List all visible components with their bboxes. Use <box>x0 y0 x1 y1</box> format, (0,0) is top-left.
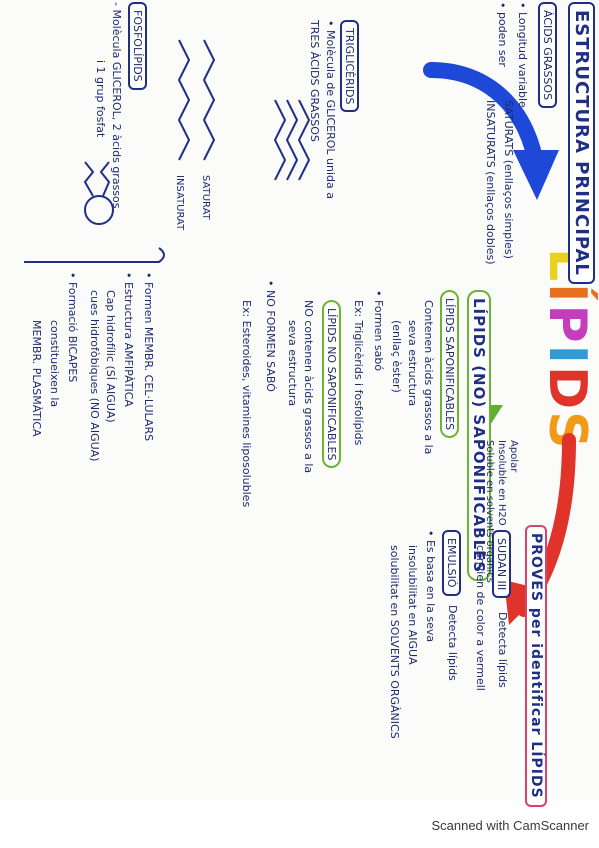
rotated-notes: LÍPIDS ESTRUCTURA PRINCIPAL ÀCIDS GRASSO… <box>24 2 597 807</box>
phospholipid-tail-icon <box>99 161 111 197</box>
sap-text-3: (enllaç èster) <box>390 320 403 393</box>
saponificables-label: LÍPIDS SAPONIFICABLES <box>440 290 459 439</box>
nosap-text-1: NO contenen àcids grassos a la <box>302 300 315 474</box>
apolar-text: Apolar <box>508 440 519 473</box>
cap-hidrofilic: Cap hidrofílic (SÍ AIGUA) <box>104 290 117 423</box>
sap-text-2: seva estructura <box>406 320 419 407</box>
phospholipid-tail-icon <box>83 161 95 197</box>
sudan-text-2: canvien de color a vermell <box>474 545 487 691</box>
insaturats-text: INSATURATS (enllaços dobles) <box>484 100 497 265</box>
fosfolipids-line1: - Molècula GLICEROL, 2 àcids grassos <box>110 2 123 209</box>
insoluble-text: Insoluble en H2O <box>496 440 507 526</box>
sap-text-4: • Formen sabó <box>372 290 385 372</box>
estructura-title: ESTRUCTURA PRINCIPAL <box>568 2 595 284</box>
estructura-amf: • Estructura AMFIPÀTICA <box>122 272 135 407</box>
saturated-chain-icon <box>202 39 216 161</box>
sap-text-1: Contenen àcids grassos a la <box>422 300 435 455</box>
fosfolipids-line2: i 1 grup fosfat <box>94 60 107 138</box>
sudan-label: SUDAN III <box>492 530 511 599</box>
no-saponificables-label: LÍPIDS NO SAPONIFICABLES <box>322 300 341 469</box>
constitueixen: constitueixen la <box>48 320 61 408</box>
saturats-text: SATURATS (enllaços simples) <box>502 100 515 259</box>
triglyceride-chain-icon <box>297 99 311 181</box>
sap-example: Ex: Triglicèrids i fosfolípids <box>352 300 365 446</box>
fosfolipids-label: FOSFOLÍPIDS <box>128 2 147 90</box>
cues-hidrofobiques: cues hidrofòbiques (NO AIGUA) <box>88 290 101 462</box>
blue-arrow-head <box>513 150 559 200</box>
nosap-example: Ex: Esteroides, vitamines liposolubles <box>240 300 253 508</box>
emulsio-text-3: insolubilitat en AIGUA <box>406 545 419 665</box>
triglicerids-label: TRIGLICÈRIDS <box>340 20 359 113</box>
membr-plasmatica: MEMBR. PLASMÀTICA <box>30 320 43 437</box>
formacio-bicapes: • Formació BICAPES <box>66 272 79 383</box>
formen-membr: • Formen MEMBR. CEL·LULARS <box>142 272 155 442</box>
phospholipid-head-icon <box>84 195 114 225</box>
emulsio-label: EMULSIÓ <box>442 530 461 596</box>
acids-grassos-label: ÀCIDS GRASSOS <box>538 2 557 109</box>
emulsio-text-2: • Es basa en la seva <box>424 530 437 643</box>
poden-text: • poden ser <box>496 2 509 67</box>
unsaturated-chain-icon <box>177 39 191 161</box>
scanned-page <box>0 0 599 800</box>
insaturat-label: INSATURAT <box>174 175 185 231</box>
triglicerids-line1: • Molècula de GLICEROL unida a <box>324 20 337 200</box>
nosap-text-3: • NO FORMEN SABÓ <box>264 280 277 392</box>
sudan-text-1: Detecta lípids <box>496 612 509 688</box>
blue-arrow <box>423 62 545 178</box>
emulsio-text-4: solubilitat en SOLVENTS ORGÀNICS <box>388 545 401 739</box>
saturat-label: SATURAT <box>200 175 211 220</box>
camscanner-footer: Scanned with CamScanner <box>431 818 589 833</box>
proves-title: PROVES per identificar LÍPIDS <box>525 525 547 807</box>
triglyceride-chain-icon <box>285 99 299 181</box>
longitud-text: • Longitud variable <box>516 2 529 108</box>
emulsio-text-1: Detecta lípids <box>446 605 459 681</box>
triglicerids-line2: TRES ÀCIDS GRASSOS <box>308 20 321 142</box>
nosap-text-2: seva estructura <box>286 320 299 407</box>
triglyceride-chain-icon <box>273 99 287 181</box>
brace-icon <box>24 247 165 263</box>
